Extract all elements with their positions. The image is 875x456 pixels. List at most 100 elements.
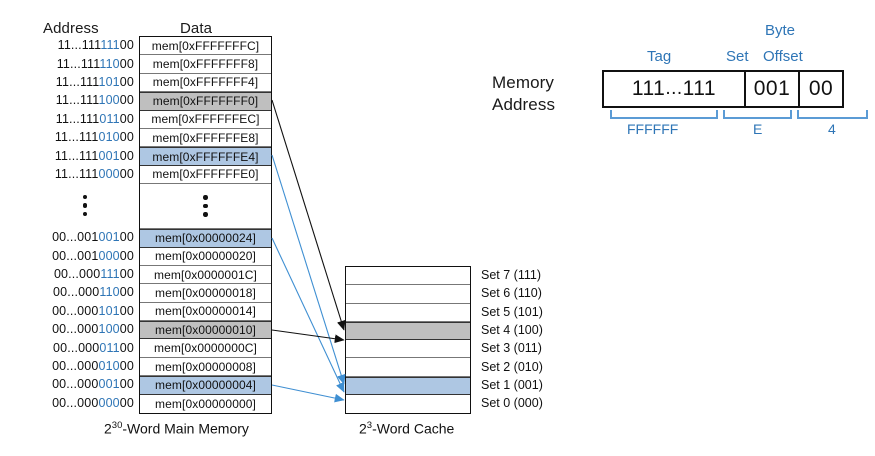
brace-tag-hex (610, 110, 718, 119)
address-bits-offset: 00 (119, 395, 134, 410)
vertical-ellipsis-icon (82, 194, 88, 217)
cache-set-name: Set 2 (481, 359, 511, 374)
set-label-text: Set (726, 48, 749, 65)
address-bits-set: 011 (99, 111, 120, 126)
address-column-header: Address (43, 20, 99, 37)
address-bits-set: 110 (99, 285, 120, 300)
address-bits-tag: 00...000 (53, 340, 100, 355)
memory-address-title-line1: Memory (492, 73, 554, 92)
cache-set-bits: (101) (513, 304, 543, 319)
byte-label-text: Byte (765, 22, 796, 39)
cache-set-row (346, 267, 470, 286)
address-bits: 11...11111100 (58, 38, 134, 52)
address-segment-set: 001 (744, 72, 798, 106)
address-bits-offset: 00 (119, 303, 134, 318)
tag-label: Tag (647, 48, 671, 66)
cache-set-name: Set 4 (481, 323, 511, 338)
cache-set-label: Set 4 (100) (481, 321, 601, 339)
cache-set-row (346, 395, 470, 414)
address-label: 11...11100000 (36, 165, 134, 183)
cache-set-row (346, 321, 470, 341)
cache-caption-base: 2 (359, 420, 367, 437)
memory-cell-label: mem[0x00000008] (155, 359, 256, 374)
address-bits-set: 111 (100, 267, 120, 282)
address-bits-offset: 00 (119, 74, 134, 89)
memory-cell-label: mem[0xFFFFFFF8] (152, 57, 259, 72)
address-bits-offset: 00 (119, 340, 134, 355)
memory-cell: mem[0xFFFFFFE0] (140, 165, 271, 185)
address-label: 00...00100100 (36, 228, 134, 246)
cache-set-label: Set 7 (111) (481, 266, 601, 284)
address-bits-offset: 00 (119, 130, 134, 145)
address-segment-tag: 111 ... 111 (604, 72, 744, 106)
memory-cell: mem[0xFFFFFFFC] (140, 37, 271, 56)
address-bits-tag: 11...111 (54, 148, 99, 163)
cache-caption: 23-Word Cache (359, 420, 454, 437)
address-label: 00...00011000 (36, 283, 134, 301)
memory-cell: mem[0x0000000C] (140, 339, 271, 358)
address-bits: 11...11100000 (55, 167, 134, 181)
cache-set-label: Set 3 (011) (481, 339, 601, 357)
cache-set-name: Set 7 (481, 268, 511, 283)
address-label: 00...00001000 (36, 357, 134, 375)
memory-cell-label: mem[0x00000004] (155, 378, 256, 393)
cache-caption-rest: -Word Cache (372, 420, 455, 437)
hex-label-tag: FFFFFF (627, 121, 679, 137)
memory-ellipsis-cell (140, 184, 271, 230)
hex-label-tag-e: E (753, 121, 763, 137)
byte-label: Byte (765, 22, 795, 40)
memory-cell: mem[0xFFFFFFEC] (140, 110, 271, 129)
data-column-header: Data (180, 20, 213, 37)
memory-cell: mem[0x00000024] (140, 229, 271, 248)
address-bits: 11...11101000 (55, 130, 134, 144)
cache-set-name: Set 0 (481, 396, 511, 411)
address-bits: 11...11111000 (57, 57, 134, 71)
address-label: 11...11100100 (36, 146, 134, 164)
address-bits-offset: 00 (119, 230, 134, 245)
address-bits-tag: 11...111 (54, 166, 99, 181)
address-label: 00...00000000 (36, 394, 134, 412)
address-bits-tag: 11...111 (55, 93, 99, 108)
address-bits-set: 101 (98, 303, 120, 318)
cache-caption-exponent: 3 (366, 420, 373, 431)
arrow-highmem-blue-to-set1 (271, 154, 346, 385)
tag-bits-left: 111 (631, 77, 666, 100)
address-label: 11...11101000 (36, 128, 134, 146)
address-label: 11...11111100 (36, 36, 134, 54)
address-bits-tag: 00...001 (52, 230, 99, 245)
address-segment-offset: 00 (798, 72, 842, 106)
address-bits-tag: 11...111 (55, 111, 100, 126)
address-bits-offset: 00 (119, 56, 134, 71)
address-label: 11...11111000 (36, 54, 134, 72)
address-label: 00...00011100 (36, 265, 134, 283)
set-label: Set (726, 48, 749, 66)
address-bits-set: 000 (98, 248, 120, 263)
address-bits: 11...11101100 (56, 112, 134, 126)
memory-cell-label: mem[0xFFFFFFFC] (151, 38, 260, 53)
memory-cell: mem[0xFFFFFFF8] (140, 55, 271, 74)
address-bits: 00...00010100 (52, 304, 134, 318)
main-memory-caption: 230-Word Main Memory (104, 420, 249, 437)
memory-cell-label: mem[0xFFFFFFF4] (152, 75, 259, 90)
cache-set-name: Set 6 (481, 286, 511, 301)
memory-cell-label: mem[0x00000014] (155, 304, 256, 319)
address-bits: 00...00011000 (53, 285, 134, 299)
memory-address-field-box: 111 ... 111 001 00 (602, 70, 844, 108)
address-bits: 00...00010000 (52, 322, 134, 336)
arrow-highmem-gray-to-set4 (271, 99, 346, 331)
vertical-ellipsis-icon (203, 195, 208, 217)
memory-cell: mem[0xFFFFFFE8] (140, 128, 271, 148)
memory-address-title-line2: Address (492, 95, 556, 114)
cache-set-bits: (110) (513, 286, 542, 301)
address-bits: 11...11100100 (55, 149, 134, 163)
address-bits-tag: 00...000 (53, 285, 100, 300)
memory-cell-label: mem[0xFFFFFFE4] (152, 149, 259, 164)
address-bits-set: 110 (99, 56, 120, 71)
address-bits-set: 111 (100, 38, 120, 53)
memory-cell: mem[0x00000010] (140, 321, 271, 340)
address-bits-tag: 11...111 (56, 56, 100, 71)
cache-set-name: Set 5 (481, 304, 511, 319)
offset-label: Offset (763, 48, 803, 66)
address-bits-tag: 11...111 (55, 74, 99, 89)
cache-set-row (346, 285, 470, 304)
